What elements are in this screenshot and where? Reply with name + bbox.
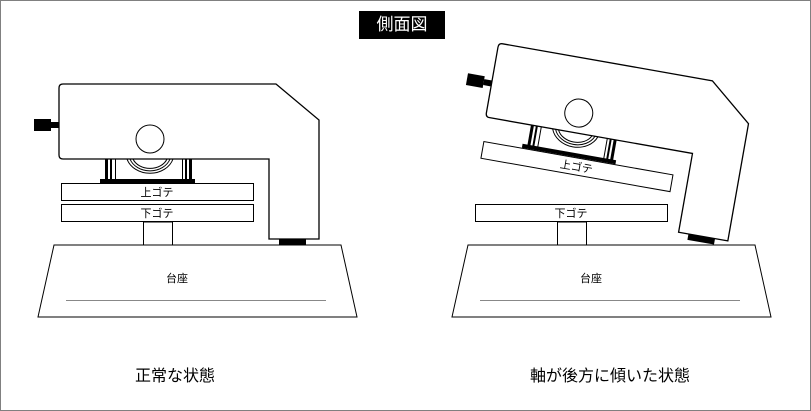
normal-state-diagram (33, 83, 358, 318)
base-label: 台座 (580, 271, 602, 285)
tilted-state-caption: 軸が後方に傾いた状態 (529, 366, 690, 385)
lower-iron-label: 下ゴテ (141, 206, 174, 220)
upper-iron-label: 上ゴテ (559, 157, 594, 177)
diagram-title: 側面図 (359, 11, 445, 39)
upper-iron-label: 上ゴテ (141, 185, 174, 199)
lower-iron-label: 下ゴテ (555, 206, 588, 220)
tilted-state-diagram: 上ゴテ 下ゴテ 台座 (445, 38, 772, 318)
normal-state-caption: 正常な状態 (134, 366, 215, 385)
base-label: 台座 (166, 271, 188, 285)
